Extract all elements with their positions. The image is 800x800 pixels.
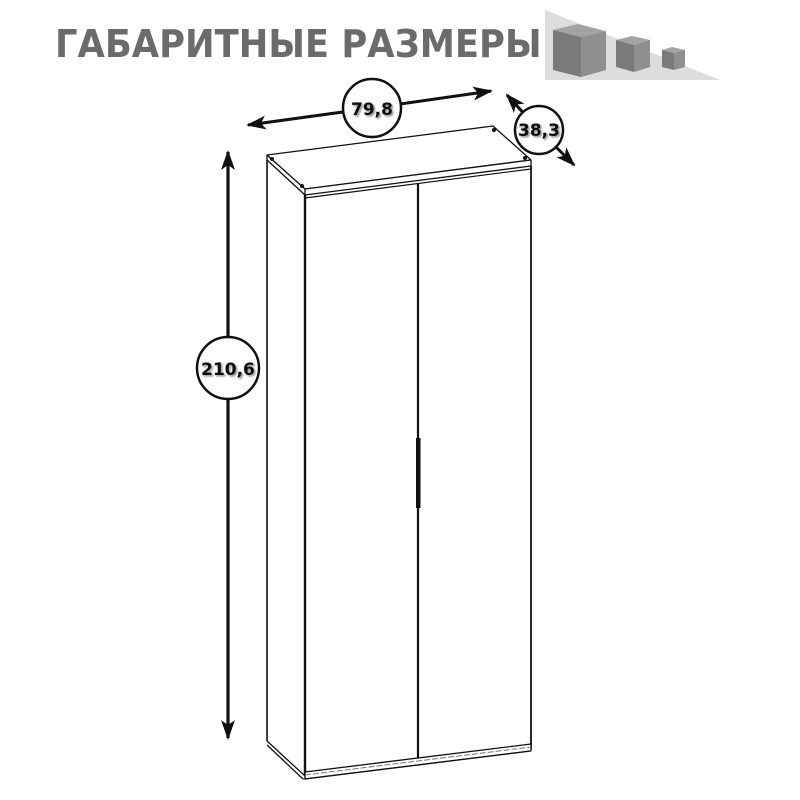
height-dimension: 210,6 xyxy=(195,150,261,740)
depth-badge xyxy=(513,104,565,156)
height-value: 210,6 xyxy=(201,360,255,380)
size-cubes-icon xyxy=(545,10,720,80)
width-badge xyxy=(341,77,403,139)
wardrobe-side xyxy=(266,160,306,780)
wardrobe-drawing xyxy=(266,125,532,780)
wardrobe-front xyxy=(303,166,532,776)
depth-dimension: 38,3 xyxy=(505,93,576,167)
height-badge xyxy=(195,335,261,401)
width-value: 79,8 xyxy=(351,100,393,120)
wardrobe-top xyxy=(266,125,532,196)
page-title: ГАБАРИТНЫЕ РАЗМЕРЫ xyxy=(55,22,542,66)
depth-value: 38,3 xyxy=(518,121,560,141)
width-dimension: 79,8 xyxy=(246,77,493,139)
wardrobe-plinth xyxy=(302,743,532,780)
door-handle xyxy=(416,438,421,508)
